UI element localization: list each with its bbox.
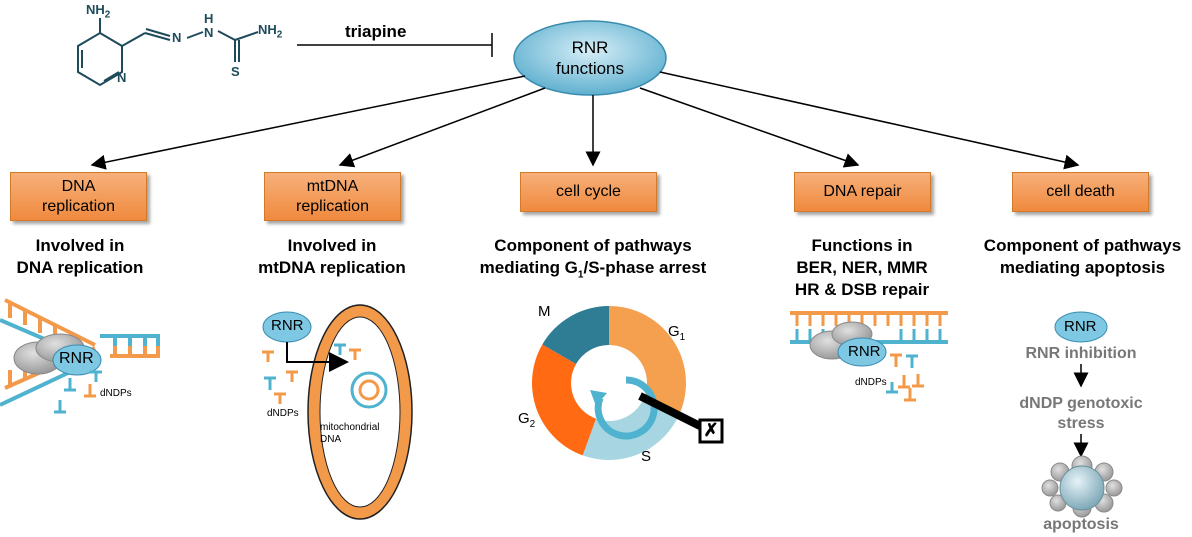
box-dna-replication: DNA replication: [10, 172, 147, 221]
phase-g2-sub: 2: [529, 419, 536, 430]
desc-line2: mediating apoptosis: [999, 258, 1166, 277]
drug-label: triapine: [345, 22, 407, 41]
desc-line1: Component of pathways: [983, 236, 1182, 255]
desc-line2-post: /S-phase arrest: [583, 258, 707, 277]
step2-line2: stress: [1057, 415, 1105, 432]
panel5-rnr: RNR: [1064, 318, 1097, 335]
box-line2: replication: [42, 197, 115, 215]
desc-line1: Involved in: [287, 236, 377, 255]
atom-h: H: [204, 11, 214, 26]
center-line1: RNR: [571, 38, 609, 57]
desc-line1: Functions in: [811, 236, 913, 255]
panel4-dndps: dNDPs: [855, 377, 887, 388]
box-mtdna-replication: mtDNA replication: [264, 172, 401, 221]
desc-cell-cycle: Component of pathways mediating G1/S-pha…: [478, 235, 708, 286]
atom-nh2-top: NH2: [86, 2, 110, 21]
atom-text: NH: [258, 22, 277, 37]
atom-n-amine: N: [204, 25, 214, 40]
block-icon: ✗: [703, 420, 719, 440]
atom-s: S: [231, 64, 240, 79]
box-cell-cycle: cell cycle: [520, 172, 657, 212]
desc-dna-replication: Involved in DNA replication: [0, 235, 160, 279]
phase-label-g2: G2: [518, 410, 535, 430]
apoptosis-step2: dNDP genotoxic stress: [995, 394, 1167, 434]
dna-replication-illustration: [0, 298, 160, 414]
atom-nh2-right: NH2: [258, 22, 282, 41]
desc-line1: Component of pathways: [494, 236, 692, 255]
inhibition-line: [297, 33, 493, 57]
atom-n-ring: N: [117, 70, 127, 85]
desc-line2: DNA replication: [16, 258, 144, 277]
panel1-dndps: dNDPs: [100, 388, 132, 399]
desc-line2-pre: mediating G: [479, 258, 578, 277]
phase-label-g1: G1: [668, 323, 685, 343]
triapine-structure: [77, 18, 259, 87]
apoptosis-illustration: [1041, 311, 1123, 518]
desc-line1: Involved in: [35, 236, 125, 255]
desc-line2-sub: 1: [577, 269, 584, 281]
box-line1: DNA repair: [823, 183, 902, 200]
block-icon-box: [698, 418, 724, 444]
box-line1: mtDNA: [306, 177, 359, 195]
desc-line2: BER, NER, MMR: [796, 258, 928, 277]
phase-g1-text: G: [668, 323, 680, 340]
box-line1: cell cycle: [556, 183, 621, 200]
step2-line1: dNDP genotoxic: [1019, 395, 1143, 412]
panel2-rnr: RNR: [271, 317, 304, 334]
box-cell-death: cell death: [1012, 172, 1149, 212]
panel1-rnr: RNR: [59, 350, 94, 367]
g1-s-block-bar: [638, 392, 706, 432]
desc-line3: HR & DSB repair: [794, 280, 930, 299]
mito-line1: mitochondrial: [320, 422, 380, 433]
phase-sector-m: [542, 306, 609, 364]
phase-g2-text: G: [518, 410, 530, 427]
box-line1: DNA: [61, 177, 96, 195]
box-dna-repair: DNA repair: [794, 172, 931, 212]
panel2-dndps: dNDPs: [267, 408, 299, 419]
desc-mtdna-replication: Involved in mtDNA replication: [242, 235, 422, 279]
phase-sector-g2: [532, 344, 597, 456]
center-label: RNR functions: [514, 37, 666, 79]
panel4-rnr: RNR: [848, 343, 881, 360]
apoptosis-step1: RNR inhibition: [1025, 345, 1137, 362]
box-line2: replication: [296, 197, 369, 215]
rnr-functions-ellipse: [513, 20, 667, 96]
phase-sector-g1: [609, 306, 687, 420]
phase-g1-sub: 1: [679, 332, 686, 343]
center-line2: functions: [555, 59, 625, 78]
atom-text: NH: [86, 2, 105, 17]
atom-sub: 2: [104, 9, 111, 21]
box-line1: cell death: [1046, 183, 1115, 200]
desc-line2: mtDNA replication: [258, 258, 406, 277]
desc-dna-repair: Functions in BER, NER, MMR HR & DSB repa…: [772, 235, 952, 301]
branch-arrows: [90, 71, 1080, 170]
dna-repair-illustration: [790, 311, 948, 402]
cell-cycle-donut: [532, 306, 687, 460]
desc-line2: mediating G1/S-phase arrest: [478, 257, 708, 286]
atom-sub: 2: [276, 29, 283, 41]
desc-cell-death: Component of pathways mediating apoptosi…: [975, 235, 1190, 279]
mito-line2: DNA: [320, 434, 342, 445]
phase-label-m: M: [538, 303, 551, 320]
atom-n-imine: N: [172, 30, 182, 45]
phase-label-s: S: [641, 448, 652, 465]
apoptosis-step3: apoptosis: [1043, 516, 1119, 533]
mitochondrion-illustration: [262, 304, 413, 520]
panel2-mito-label: mitochondrial DNA: [320, 422, 379, 446]
cycle-arrow: [590, 376, 658, 440]
